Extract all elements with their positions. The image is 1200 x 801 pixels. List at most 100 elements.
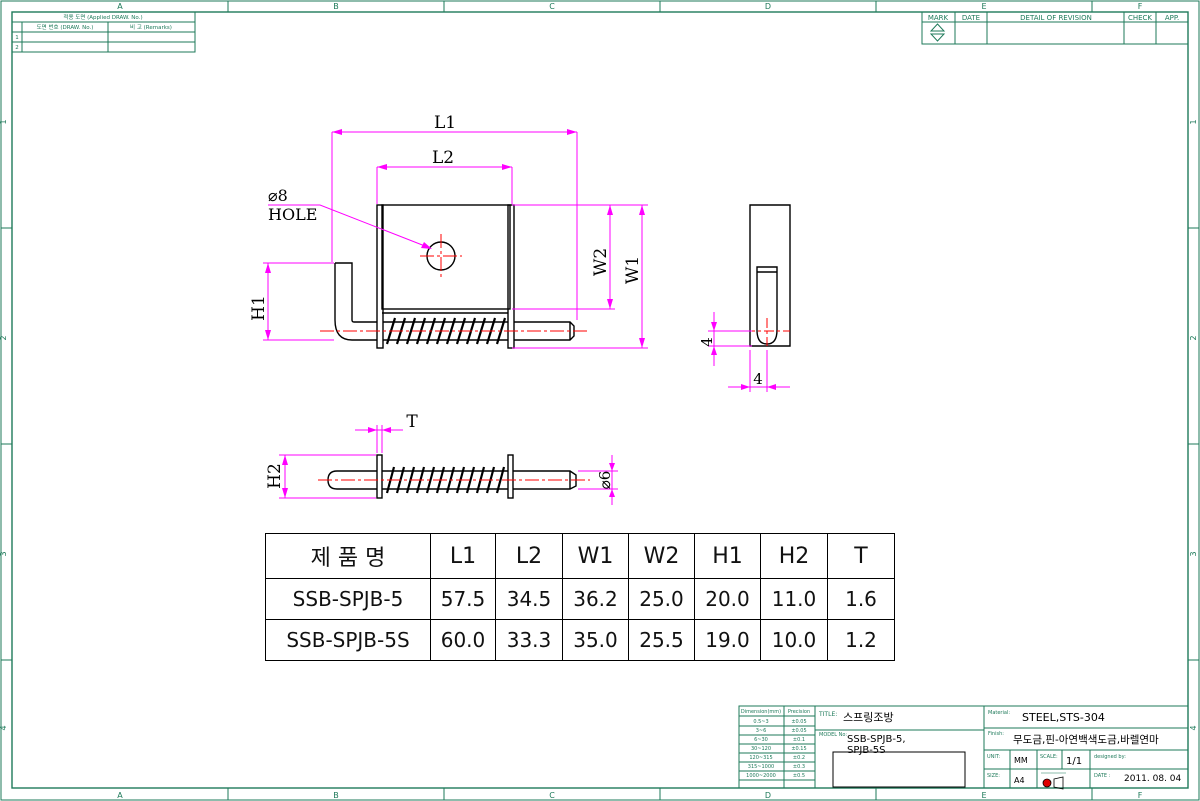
dim-hole-diameter: ⌀8 <box>268 186 288 205</box>
grid-row-1: 1 <box>0 119 8 124</box>
spec-cell: 34.5 <box>495 578 563 620</box>
grid-col-d-bottom: D <box>765 791 771 800</box>
dim-phi6: ⌀6 <box>596 471 614 490</box>
date-value: 2011. 08. 04 <box>1124 774 1182 784</box>
dim-side-4-vertical: 4 <box>698 337 716 347</box>
unit-label: UNIT: <box>987 754 1000 760</box>
dim-h2: H2 <box>265 463 285 489</box>
tol-row-3-value: ±0.1 <box>793 737 805 743</box>
grid-col-e-bottom: E <box>981 791 986 800</box>
grid-row-2-right: 2 <box>1189 335 1198 340</box>
grid-col-c: C <box>549 2 555 11</box>
spec-header-l2: L2 <box>495 533 563 579</box>
ref-table-row1: 1 <box>15 35 19 41</box>
table-row: SSB-SPJB-5 57.5 34.5 36.2 25.0 20.0 11.0… <box>265 578 895 620</box>
bottom-view: T H2 ⌀6 <box>265 412 618 505</box>
size-value: A4 <box>1014 776 1025 785</box>
size-label: SIZE: <box>987 773 1000 779</box>
grid-col-b: B <box>333 2 339 11</box>
spec-cell: 33.3 <box>495 619 563 661</box>
bracket-plate <box>381 204 511 310</box>
title-block <box>738 705 1189 789</box>
spec-header-h2: H2 <box>760 533 828 579</box>
material-value: STEEL,STS-304 <box>1022 711 1105 724</box>
tol-row-6-value: ±0.3 <box>793 764 805 770</box>
spec-cell: 20.0 <box>694 578 761 620</box>
tol-row-2-value: ±0.05 <box>791 728 806 734</box>
spec-cell: 57.5 <box>430 578 496 620</box>
spec-table: 제 품 명 L1 L2 W1 W2 H1 H2 T SSB-SPJB-5 57.… <box>265 533 895 661</box>
designed-label: designed by: <box>1094 754 1126 760</box>
grid-row-4: 4 <box>0 725 8 730</box>
rev-header-mark: MARK <box>928 14 949 22</box>
grid-col-f: F <box>1138 2 1143 11</box>
spec-cell: 25.5 <box>628 619 695 661</box>
spec-cell: SSB-SPJB-5 <box>265 578 431 620</box>
rev-header-app: APP. <box>1165 14 1179 22</box>
grid-col-a-bottom: A <box>117 791 123 800</box>
rev-header-detail: DETAIL OF REVISION <box>1020 14 1092 22</box>
drawing-title: 스프링조방 <box>843 711 894 724</box>
inner-frame <box>11 11 1189 789</box>
spec-header-l1: L1 <box>430 533 496 579</box>
spec-header-row: 제 품 명 L1 L2 W1 W2 H1 H2 T <box>265 533 895 579</box>
side-view: 4 4 <box>698 204 791 392</box>
tol-row-1-range: 0.5~3 <box>753 719 768 725</box>
spec-cell: 11.0 <box>760 578 828 620</box>
scale-value: 1/1 <box>1066 756 1082 767</box>
grid-col-b-bottom: B <box>333 791 339 800</box>
rev-header-date: DATE <box>962 14 980 22</box>
table-row: SSB-SPJB-5S 60.0 33.3 35.0 25.5 19.0 10.… <box>265 619 895 661</box>
revision-block <box>921 11 1189 45</box>
ref-table-row2: 2 <box>15 45 19 51</box>
dim-h1: H1 <box>249 295 269 321</box>
tol-header-dimension: Dimension(mm) <box>741 709 781 715</box>
ref-table-title: 적용 도면 (Applied DRAW. No.) <box>63 13 142 21</box>
material-label: Material: <box>988 710 1010 716</box>
projection-symbol-icon <box>1041 772 1066 790</box>
grid-row-1-right: 1 <box>1189 119 1198 124</box>
grid-col-f-bottom: F <box>1138 791 1143 800</box>
grid-row-3-right: 3 <box>1189 551 1198 556</box>
finish-label: Finish: <box>988 731 1004 737</box>
grid-row-3: 3 <box>0 551 8 556</box>
spec-cell: 10.0 <box>760 619 828 661</box>
date-label: DATE : <box>1094 773 1111 779</box>
spec-cell: 36.2 <box>562 578 629 620</box>
spec-cell: SSB-SPJB-5S <box>265 619 431 661</box>
dim-l1: L1 <box>434 113 456 133</box>
grid-col-e: E <box>981 2 986 11</box>
grid-row-4-right: 4 <box>1189 725 1198 730</box>
spec-cell: 1.2 <box>827 619 895 661</box>
tol-row-5-range: 120~315 <box>749 755 772 761</box>
model-number: SSB-SPJB-5, <box>847 734 906 745</box>
scale-label: SCALE: <box>1040 754 1058 760</box>
model-number-2: SPJB-5S <box>847 745 886 756</box>
tol-row-4-value: ±0.15 <box>791 746 806 752</box>
grid-col-a: A <box>117 2 123 11</box>
grid-row-2: 2 <box>0 335 8 340</box>
title-label: TITLE: <box>818 711 837 718</box>
spec-header-t: T <box>827 533 895 579</box>
grid-col-d: D <box>765 2 771 11</box>
dim-side-4-horizontal: 4 <box>753 370 763 388</box>
spec-header-h1: H1 <box>694 533 761 579</box>
tol-row-1-value: ±0.05 <box>791 719 806 725</box>
tol-header-precision: Precision <box>788 709 810 715</box>
ref-table <box>11 11 196 53</box>
dim-w2: W2 <box>591 248 611 276</box>
spec-header-w1: W1 <box>562 533 629 579</box>
ref-table-col1: 도면 번호 (DRAW. No.) <box>37 23 94 31</box>
front-view: L1 L2 W2 W1 H1 ⌀8 HOLE <box>249 113 648 349</box>
tol-row-5-value: ±0.2 <box>793 755 805 761</box>
dim-w1: W1 <box>623 256 643 284</box>
ref-table-col2: 비 고 (Remarks) <box>130 23 172 31</box>
tol-row-4-range: 30~120 <box>751 746 771 752</box>
rev-header-check: CHECK <box>1128 14 1152 22</box>
dim-l2: L2 <box>432 148 454 168</box>
tol-row-7-value: ±0.5 <box>793 773 805 779</box>
spec-header-product: 제 품 명 <box>265 533 431 579</box>
